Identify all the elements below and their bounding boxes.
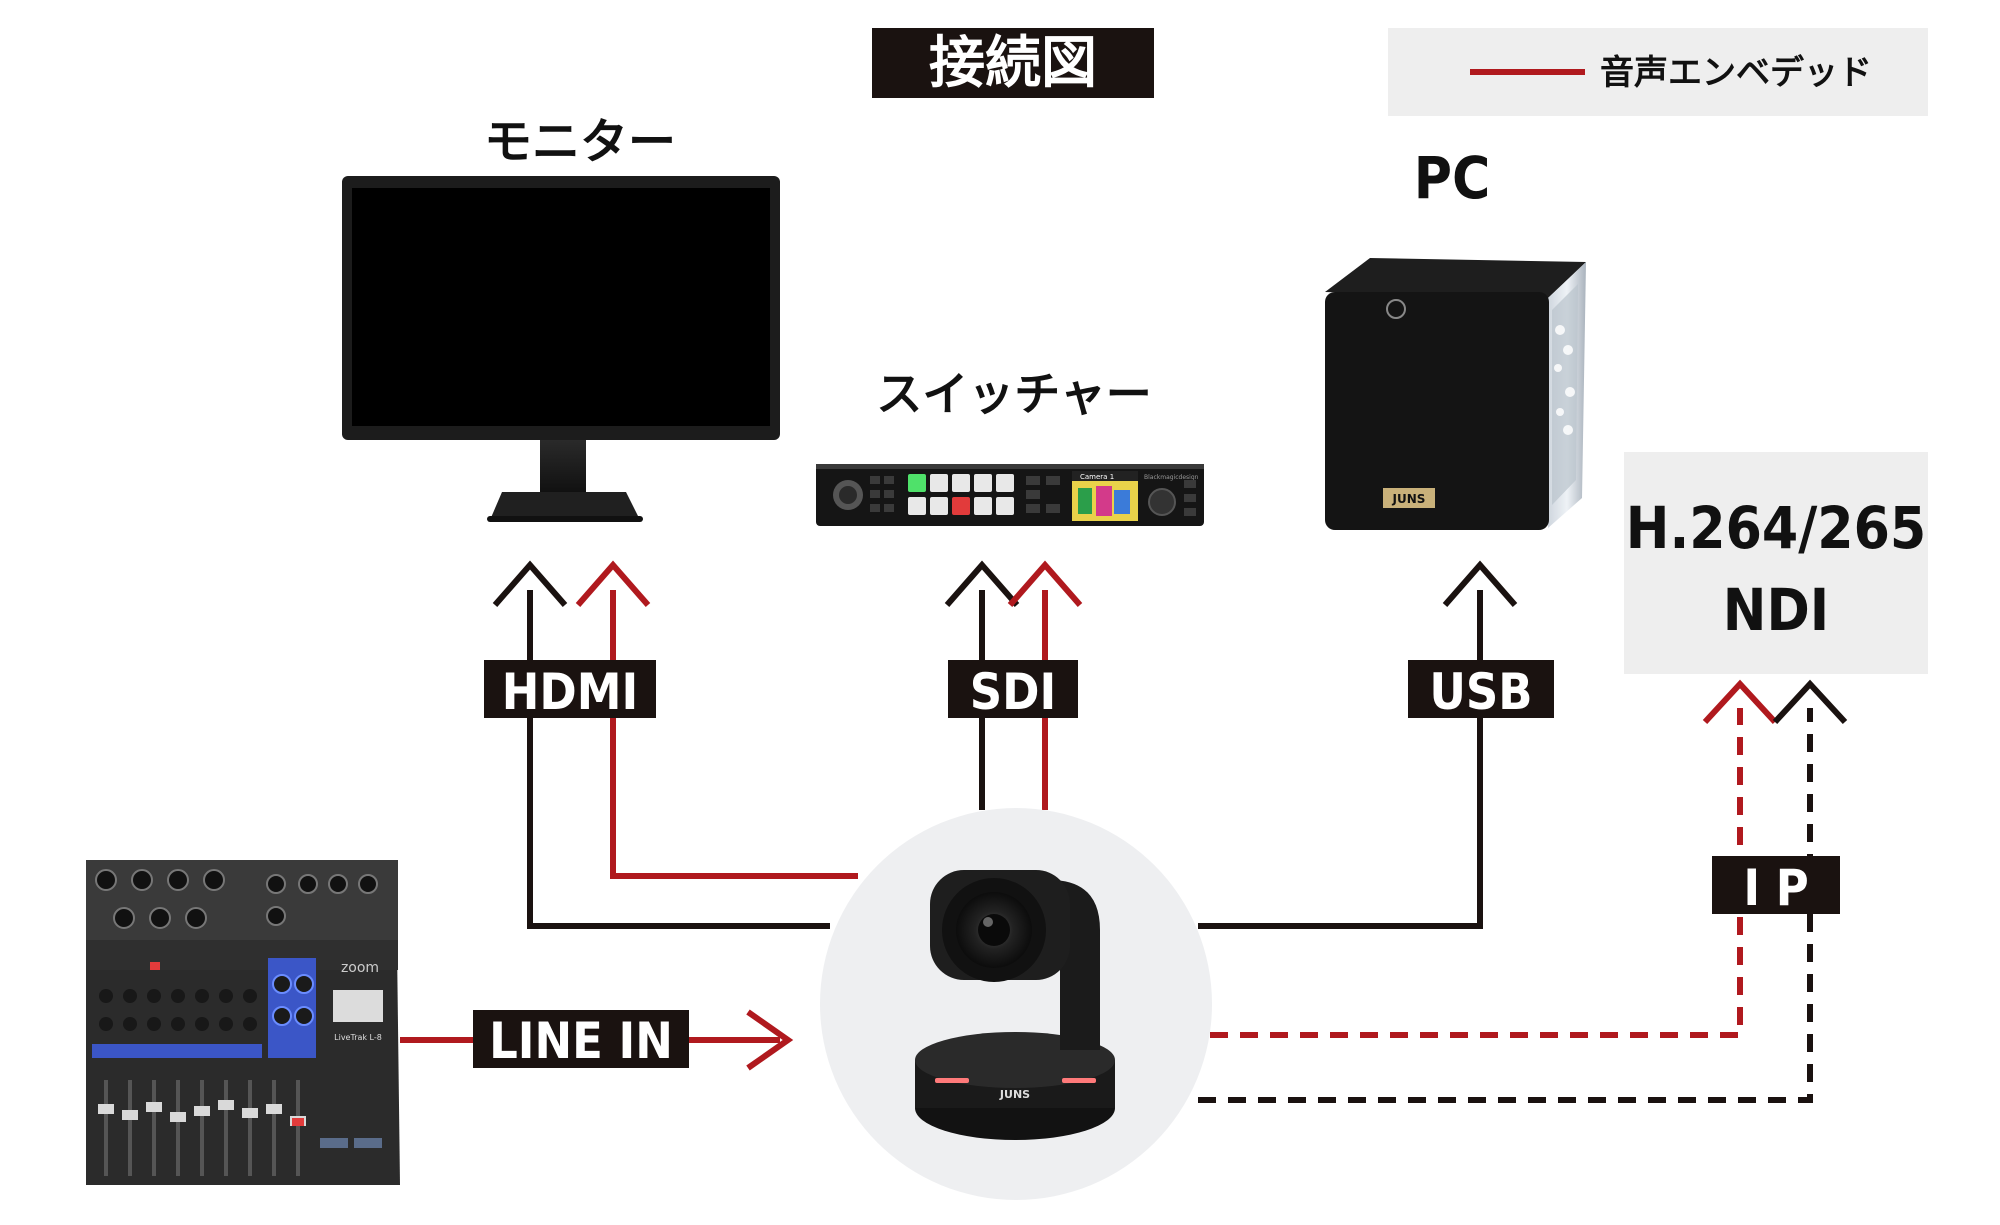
legend: 音声エンベデッド	[1388, 28, 1928, 116]
line-in-arrowhead	[746, 1009, 794, 1071]
sdi-audio-arrowhead	[1007, 560, 1083, 607]
legend-label: 音声エンベデッド	[1600, 53, 1872, 93]
ip-tag: I P	[1743, 859, 1808, 917]
ip-audio-line	[1210, 708, 1743, 1038]
mixer-brand: zoom	[341, 960, 379, 976]
audio-mixer-image: zoom LiveTrak L-8	[86, 860, 400, 1185]
hdmi-audio-arrowhead	[575, 560, 651, 607]
hdmi-video-arrowhead	[492, 560, 568, 607]
sdi-video-arrowhead	[944, 560, 1020, 607]
usb-tag: USB	[1429, 663, 1532, 721]
hdmi-audio-line	[610, 590, 858, 879]
camera-backdrop	[820, 808, 1212, 1200]
switcher-screen-text: Camera 1	[1080, 473, 1114, 481]
diagram-title: 接続図	[929, 31, 1097, 96]
usb-line	[1198, 590, 1483, 929]
line-in-tag: LINE IN	[489, 1012, 673, 1070]
ptz-camera-image: JUNS	[820, 808, 1212, 1200]
title-block: 接続図	[872, 28, 1154, 98]
switcher-brand: Blackmagicdesign	[1144, 474, 1199, 481]
stream-output-box: H.264/265 NDI	[1624, 452, 1928, 674]
hdmi-tag: HDMI	[502, 663, 639, 721]
monitor-image	[342, 176, 780, 522]
ip-video-line	[1198, 708, 1813, 1103]
pc-label: PC	[1414, 144, 1491, 212]
connection-labels: HDMI SDI USB I P LINE IN	[473, 660, 1840, 1070]
switcher-image: Camera 1 Blackmagicdesign	[816, 464, 1204, 526]
switcher-label: スイッチャー	[876, 367, 1152, 421]
ip-video-arrowhead	[1772, 679, 1848, 725]
stream-format-line1: H.264/265	[1626, 494, 1926, 562]
monitor-screen	[352, 188, 770, 426]
ip-audio-arrowhead	[1702, 679, 1778, 725]
stream-format-line2: NDI	[1723, 576, 1829, 644]
camera-brand: JUNS	[999, 1088, 1030, 1101]
pc-brand: JUNS	[1392, 492, 1426, 506]
sdi-tag: SDI	[970, 663, 1056, 721]
usb-arrowhead	[1442, 560, 1518, 607]
mixer-model: LiveTrak L-8	[334, 1033, 382, 1042]
monitor-label: モニター	[484, 114, 676, 170]
pc-image: JUNS	[1325, 258, 1586, 530]
